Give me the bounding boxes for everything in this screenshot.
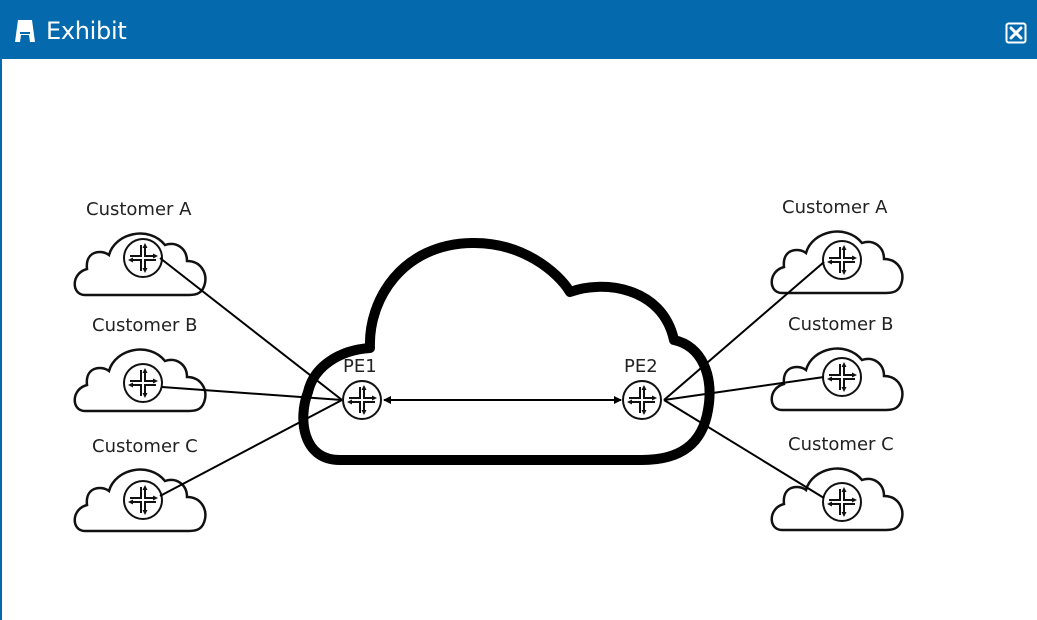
left-customer-a-cloud [73, 232, 207, 297]
link-right-a-pe2 [663, 261, 825, 401]
right-customer-b-cloud [770, 347, 904, 412]
link-right-b-pe2 [663, 376, 825, 401]
left-customer-c-cloud [73, 468, 207, 533]
network-diagram: PE1 PE2 Customer A Customer B Customer C… [73, 197, 904, 533]
pe1-label: PE1 [343, 356, 377, 377]
right-customer-c-label: Customer C [788, 434, 894, 455]
link-right-c-pe2 [663, 399, 825, 499]
left-customer-b-label: Customer B [92, 315, 198, 336]
window-title: Exhibit [46, 17, 127, 45]
right-customer-b-label: Customer B [788, 314, 894, 335]
link-left-a-pe1 [159, 257, 343, 401]
window-titlebar: Exhibit [0, 0, 1037, 59]
close-icon [1005, 22, 1027, 44]
close-button[interactable] [1005, 22, 1027, 44]
pe2-label: PE2 [624, 356, 658, 377]
left-customer-b-cloud [73, 348, 207, 413]
pe1-router-icon [342, 380, 382, 420]
exhibit-icon [15, 20, 35, 42]
left-customer-c-label: Customer C [92, 436, 198, 457]
provider-cloud [298, 237, 715, 465]
router-icon [123, 238, 163, 278]
right-customer-a-cloud [770, 230, 904, 295]
router-icon [123, 480, 163, 520]
router-icon [822, 482, 862, 522]
exhibit-content: PE1 PE2 Customer A Customer B Customer C… [0, 59, 1037, 620]
right-customer-a-label: Customer A [782, 197, 888, 218]
router-icon [822, 240, 862, 280]
pe2-router-icon [622, 380, 662, 420]
left-customer-a-label: Customer A [86, 199, 192, 220]
router-icon [822, 357, 862, 397]
router-icon [123, 363, 163, 403]
link-left-b-pe1 [161, 386, 343, 401]
link-left-c-pe1 [159, 399, 343, 497]
